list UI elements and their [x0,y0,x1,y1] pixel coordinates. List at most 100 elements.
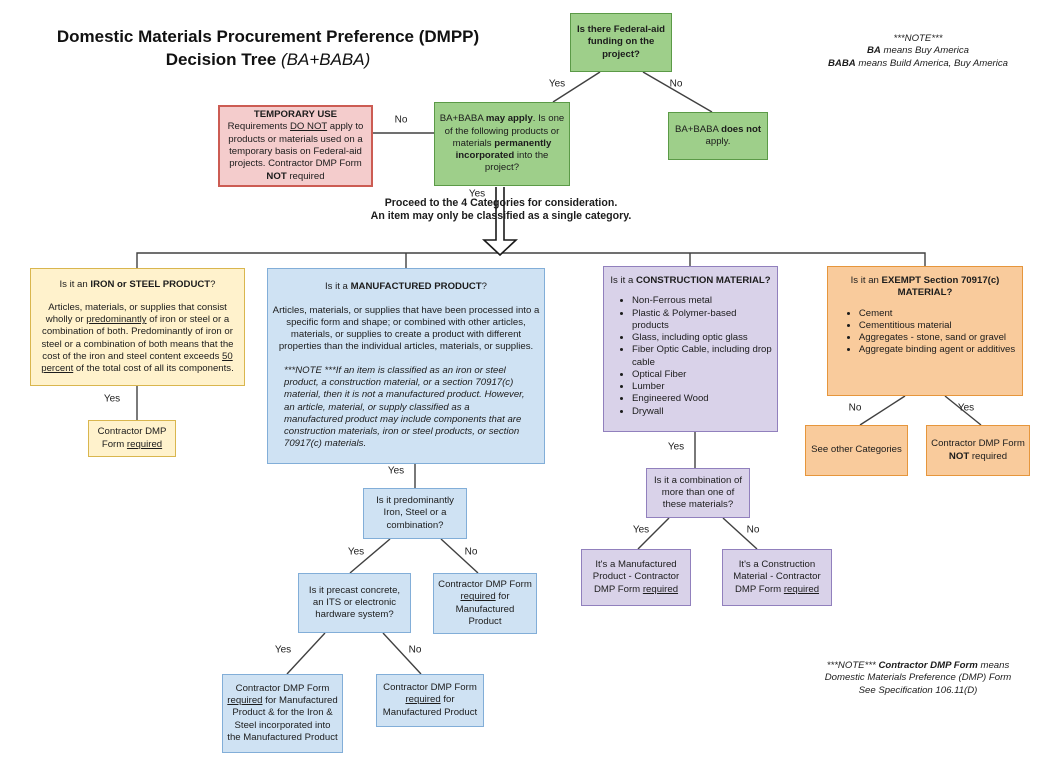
node-text: NOT [948,450,970,462]
node-body: It's a Manufactured Product - Contractor… [586,559,686,596]
edge-funding-yes [552,71,601,103]
leaf-exempt-form-not-required: Contractor DMP Form NOT required [926,425,1030,476]
node-manufactured-product-category: Is it a MANUFACTURED PRODUCT? Articles, … [267,268,545,464]
node-text: It's a Manufactured Product - Contractor… [592,559,680,595]
node-text: . Is one of the following products or ma… [444,113,565,149]
node-text: Contractor DMP Form [97,426,167,450]
node-text: 50 percent [41,350,233,375]
label-exempt-no: No [848,402,862,414]
page-title-line1: Domestic Materials Procurement Preferenc… [56,27,480,46]
label-funding-no: No [669,78,683,90]
label-mayapply-yes: Yes [468,188,486,200]
node-text: See other Categories [811,444,902,456]
note-ba-baba: ***NOTE*** BA means Buy America BABA mea… [788,33,1044,70]
node-text: Is it precast concrete, an ITS or electr… [308,584,401,621]
bullet-item: Cement [859,308,1015,320]
note-text: Contractor DMP Form [878,660,978,671]
node-title: Is it a MANUFACTURED PRODUCT? [325,281,487,293]
node-body: Contractor DMP Form required for Manufac… [438,579,532,628]
node-title: Is it a CONSTRUCTION MATERIAL? [610,275,770,287]
bullet-item: Drywall [632,406,773,418]
node-text: required [642,583,679,595]
node-construction-material-category: Is it a CONSTRUCTION MATERIAL? Non-Ferro… [603,266,778,432]
note-text: ***NOTE*** [826,660,879,671]
node-precast-its-question: Is it precast concrete, an ITS or electr… [298,573,411,633]
bullet-item: Plastic & Polymer-based products [632,308,773,333]
bullet-item: Optical Fiber [632,369,773,381]
node-text: required [460,591,496,603]
note-text: BA [866,45,881,57]
node-body: BA+BABA may apply. Is one of the followi… [439,113,565,174]
proceed-line1: Proceed to the 4 Categories for consider… [384,197,618,209]
node-text: Is it an [850,275,882,286]
node-body: Articles, materials, or supplies that ha… [272,304,540,353]
note-text: BABA [827,57,856,69]
edge-exempt-yes [944,395,982,426]
node-combination-question: Is it a combination of more than one of … [646,468,750,518]
label-precast-yes: Yes [274,644,292,656]
construction-material-list: Non-Ferrous metalPlastic & Polymer-based… [614,295,773,418]
node-title: Is it an IRON or STEEL PRODUCT? [59,279,215,291]
label-iron-yes: Yes [103,393,121,405]
bullet-item: Aggregates - stone, sand or gravel [859,332,1015,344]
label-predominantly-no: No [464,546,478,558]
node-text: required [783,583,820,595]
edge-precast-no [382,632,422,675]
node-ba-baba-does-not-apply: BA+BABA does not apply. [668,112,768,160]
edge-funding-no [642,71,713,113]
node-text: ? [946,287,953,299]
title-acronym: (BA+BABA) [280,49,371,69]
node-text: into the project? [484,150,549,174]
label-exempt-yes: Yes [957,402,975,414]
node-text: BA+BABA [439,113,486,125]
node-body: BA+BABA does not apply. [673,124,763,149]
node-text: required [969,450,1008,462]
node-text: BA+BABA [674,123,722,135]
node-text: of iron or steel or a combination of bot… [41,314,234,362]
node-text: required [126,438,163,450]
node-text: ? [481,281,488,293]
node-text: Contractor DMP Form [383,682,477,694]
proceed-caption: Proceed to the 4 Categories for consider… [330,197,672,222]
label-funding-yes: Yes [548,78,566,90]
node-text: Is it an [59,278,91,290]
node-text: Contractor DMP Form [235,682,330,694]
note-line: BABA means Build America, Buy America [788,58,1044,70]
bullet-item: Non-Ferrous metal [632,295,773,307]
node-text: permanently incorporated [455,137,552,162]
node-body: It's a Construction Material - Contracto… [727,559,827,596]
label-precast-no: No [408,644,422,656]
node-text: may apply [485,113,533,125]
node-text: Is it a [324,281,351,293]
note-line: Domestic Materials Preference (DMP) Form [824,672,1012,684]
title-text: Decision Tree [165,49,281,69]
node-body: Contractor DMP Form NOT required [931,438,1025,463]
node-text: of the total cost of all its components. [73,363,234,375]
edge-combination-yes [637,517,670,550]
leaf-combination-construction-material: It's a Construction Material - Contracto… [722,549,832,606]
leaf-combination-manufactured-product: It's a Manufactured Product - Contractor… [581,549,691,606]
spacer [832,300,1018,308]
node-text: does not [721,123,762,135]
bullet-item: Aggregate binding agent or additives [859,344,1015,356]
bullet-item: Cementitious material [859,320,1015,332]
node-predominantly-iron-steel-question: Is it predominantly Iron, Steel or a com… [363,488,467,539]
node-text: Is there Federal-aid funding on the proj… [577,24,665,60]
node-text: It's a Construction Material - Contracto… [733,559,821,595]
leaf-manufactured-and-iron-steel-form-required: Contractor DMP Form required for Manufac… [222,674,343,753]
leaf-see-other-categories: See other Categories [805,425,908,476]
note-text: means Buy America [880,45,970,57]
label-manufactured-yes: Yes [387,465,405,477]
page-title: Domestic Materials Procurement Preferenc… [8,26,528,72]
node-text: Requirements [227,121,290,133]
edge-precast-yes [286,632,326,675]
node-federal-aid-funding-question: Is there Federal-aid funding on the proj… [570,13,672,72]
note-line: ***NOTE*** Contractor DMP Form means [788,660,1044,672]
node-text: Articles, materials, or supplies that co… [45,301,227,326]
node-text: required [405,694,441,706]
node-text: predominantly [86,314,147,326]
node-text: Is it a [610,275,636,286]
big-down-arrow [481,187,519,257]
